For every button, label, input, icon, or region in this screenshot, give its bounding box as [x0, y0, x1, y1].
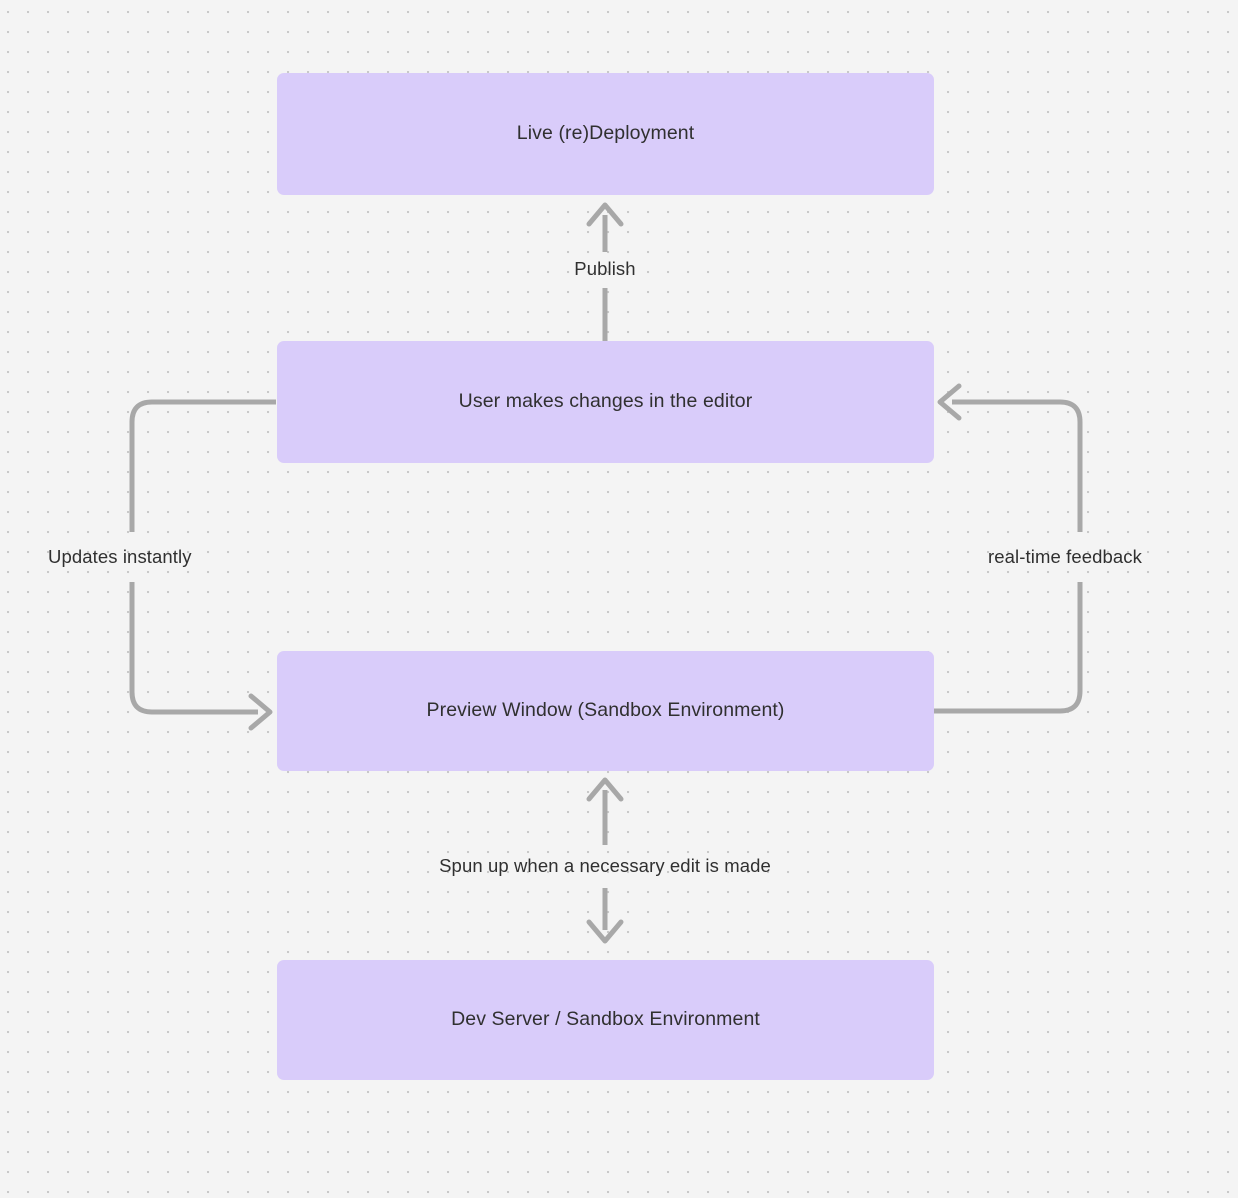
edge-real-time-feedback-lower — [934, 582, 1083, 714]
edge-spun-up-arrowhead-up-icon — [586, 777, 624, 802]
edge-label-updates-instantly: Updates instantly — [48, 546, 192, 567]
node-preview-window[interactable]: Preview Window (Sandbox Environment) — [277, 651, 934, 771]
edge-updates-instantly-arrowhead-icon — [248, 693, 273, 731]
edge-real-time-feedback-arrowhead-icon — [937, 383, 962, 421]
node-user-edits[interactable]: User makes changes in the editor — [277, 341, 934, 463]
node-dev-server-label: Dev Server / Sandbox Environment — [451, 1008, 760, 1031]
node-preview-window-label: Preview Window (Sandbox Environment) — [426, 699, 785, 722]
edge-label-publish: Publish — [574, 258, 636, 279]
node-user-edits-label: User makes changes in the editor — [458, 390, 753, 413]
edge-updates-instantly-lower — [129, 582, 258, 715]
node-live-deployment[interactable]: Live (re)Deployment — [277, 73, 934, 195]
node-live-deployment-label: Live (re)Deployment — [516, 122, 695, 145]
edge-updates-instantly-upper — [129, 399, 276, 532]
edge-label-real-time-feedback: real-time feedback — [988, 546, 1142, 567]
edge-spun-up-arrowhead-down-icon — [586, 919, 624, 944]
edge-label-spun-up: Spun up when a necessary edit is made — [439, 855, 771, 876]
node-dev-server[interactable]: Dev Server / Sandbox Environment — [277, 960, 934, 1080]
edge-publish-arrowhead-icon — [586, 202, 624, 227]
edge-real-time-feedback-upper — [952, 399, 1083, 532]
